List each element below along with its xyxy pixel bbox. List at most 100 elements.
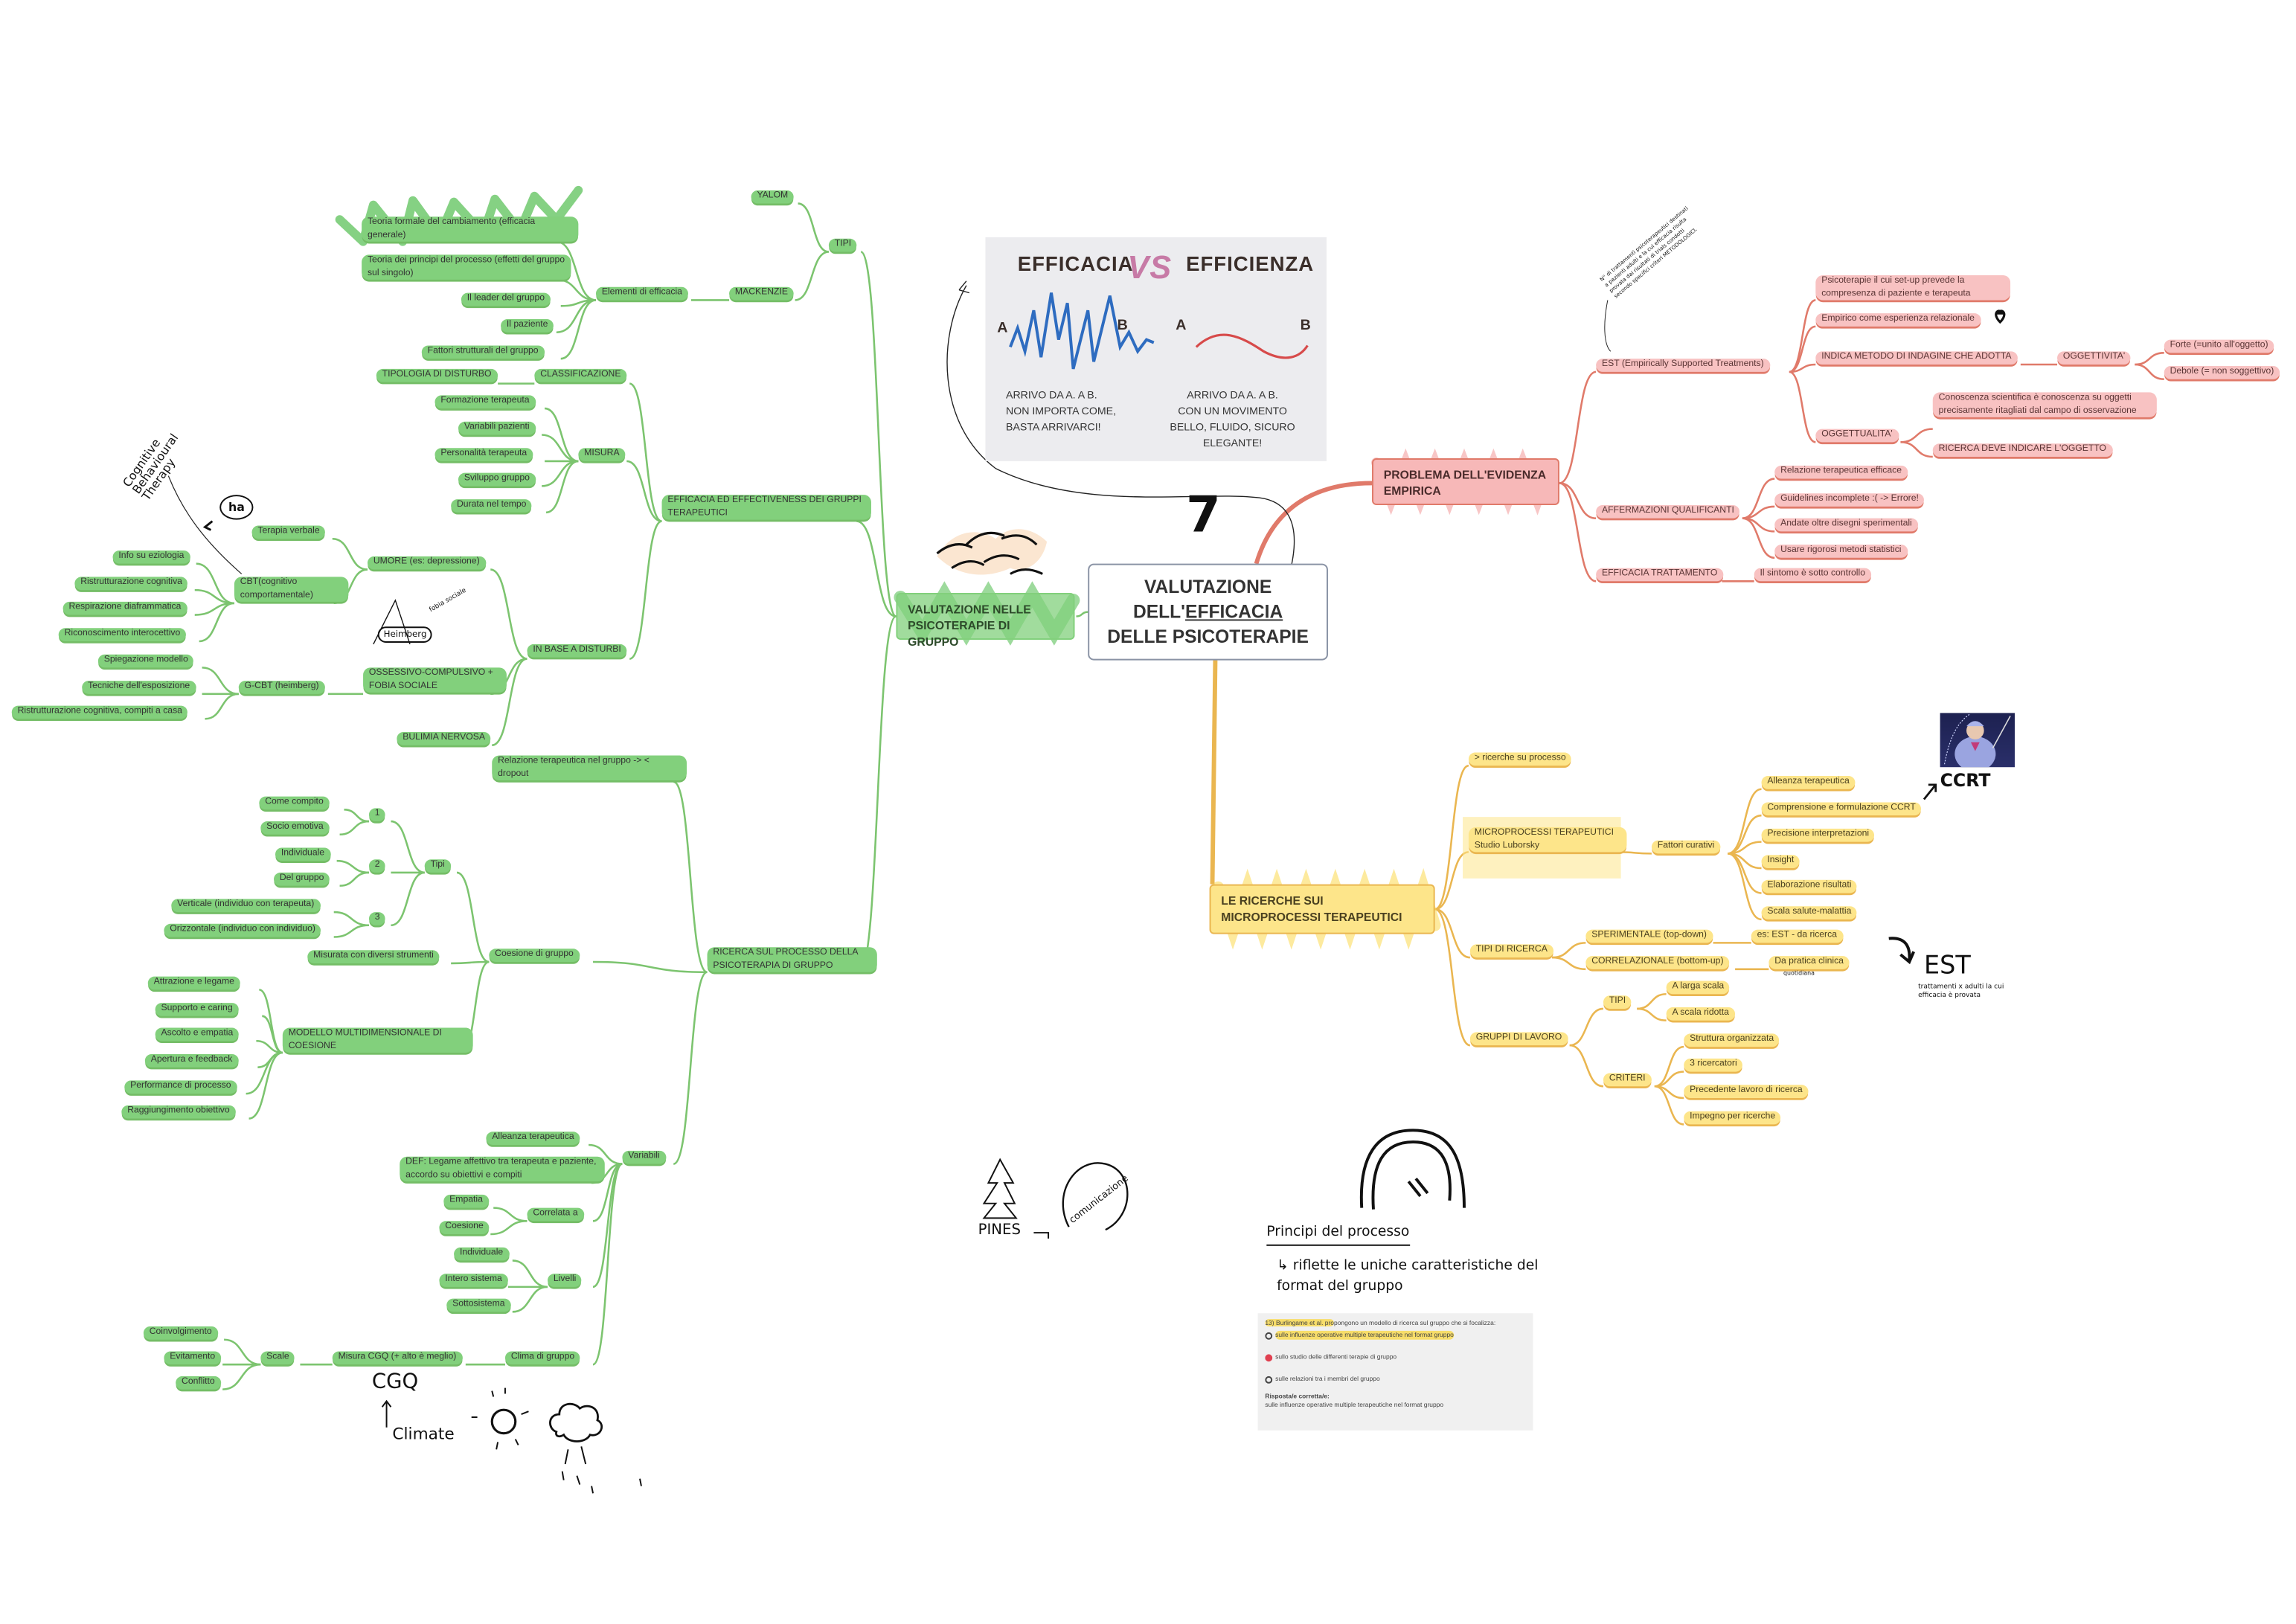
green-node-teoria-formale-del-cambiamento-efficacia[interactable]: Teoria formale del cambiamento (efficaci… <box>362 216 579 243</box>
yellow-node-impegno-per-ricerche[interactable]: Impegno per ricerche <box>1684 1111 1782 1124</box>
yellow-node-microprocessi-terapeutici-studio-luborsk[interactable]: MICROPROCESSI TERAPEUTICI Studio Luborsk… <box>1468 827 1627 853</box>
green-node-ristrutturazione-cognitiva-compiti-a-cas[interactable]: Ristrutturazione cognitiva, compiti a ca… <box>11 705 188 719</box>
green-node-ristrutturazione-cognitiva[interactable]: Ristrutturazione cognitiva <box>74 577 188 590</box>
green-node-def-legame-affettivo-tra-terapeuta-e-paz[interactable]: DEF: Legame affettivo tra terapeuta e pa… <box>400 1156 605 1182</box>
red-node-relazione-terapeutica-efficace[interactable]: Relazione terapeutica efficace <box>1774 465 1908 478</box>
red-node-forte-unito-all-oggetto[interactable]: Forte (=unito all'oggetto) <box>2164 339 2274 353</box>
green-node-alleanza-terapeutica[interactable]: Alleanza terapeutica <box>486 1132 580 1145</box>
green-node-orizzontale-individuo-con-individuo[interactable]: Orizzontale (individuo con individuo) <box>164 923 321 937</box>
yellow-node-a-larga-scala[interactable]: A larga scala <box>1666 981 1731 994</box>
yellow-node-precisione-interpretazioni[interactable]: Precisione interpretazioni <box>1761 828 1875 841</box>
green-node-in-base-a-disturbi[interactable]: IN BASE A DISTURBI <box>527 643 627 657</box>
green-node-performance-di-processo[interactable]: Performance di processo <box>124 1080 237 1094</box>
green-node-personalit-terapeuta[interactable]: Personalità terapeuta <box>434 448 533 461</box>
green-node-come-compito[interactable]: Come compito <box>259 796 330 809</box>
green-node-ossessivo-compulsivo-fobia-sociale[interactable]: OSSESSIVO-COMPULSIVO + FOBIA SOCIALE <box>363 667 507 693</box>
green-node-g-cbt-heimberg[interactable]: G-CBT (heimberg) <box>238 681 325 694</box>
green-node-1[interactable]: 1 <box>368 808 386 821</box>
green-node-misura[interactable]: MISURA <box>578 448 626 461</box>
green-node-correlata-a[interactable]: Correlata a <box>527 1207 584 1221</box>
yellow-node-scala-salute-malattia[interactable]: Scala salute-malattia <box>1761 906 1858 919</box>
green-node-classificazione[interactable]: CLASSIFICAZIONE <box>534 368 627 382</box>
green-node-livelli[interactable]: Livelli <box>548 1274 583 1287</box>
red-node-oggettualita[interactable]: OGGETTUALITA' <box>1815 429 1899 442</box>
red-node-andate-oltre-disegni-sperimentali[interactable]: Andate oltre disegni sperimentali <box>1774 518 1918 531</box>
yellow-node-alleanza-terapeutica[interactable]: Alleanza terapeutica <box>1761 776 1856 789</box>
green-node-mackenzie[interactable]: MACKENZIE <box>729 286 794 300</box>
green-node-scale[interactable]: Scale <box>260 1351 295 1364</box>
green-node-efficacia-ed-effectiveness-dei-gruppi-te[interactable]: EFFICACIA ED EFFECTIVENESS DEI GRUPPI TE… <box>661 495 871 521</box>
red-node-ricerca-deve-indicare-l-oggetto[interactable]: RICERCA DEVE INDICARE L'OGGETTO <box>1932 443 2112 457</box>
green-node-respirazione-diaframmatica[interactable]: Respirazione diaframmatica <box>62 601 187 614</box>
yellow-node-criteri[interactable]: CRITERI <box>1603 1073 1652 1086</box>
yellow-node-comprensione-e-formulazione-ccrt[interactable]: Comprensione e formulazione CCRT <box>1761 802 1922 815</box>
green-node-misura-cgq-alto-meglio[interactable]: Misura CGQ (+ alto è meglio) <box>332 1351 463 1364</box>
green-node-tipologia-di-disturbo[interactable]: TIPOLOGIA DI DISTURBO <box>376 368 498 382</box>
green-node-individuale[interactable]: Individuale <box>275 847 330 861</box>
green-node-raggiungimento-obiettivo[interactable]: Raggiungimento obiettivo <box>121 1105 236 1118</box>
green-node-apertura-e-feedback[interactable]: Apertura e feedback <box>144 1053 239 1067</box>
green-node-bulimia-nervosa[interactable]: BULIMIA NERVOSA <box>397 732 491 745</box>
green-node-elementi-di-efficacia[interactable]: Elementi di efficacia <box>595 286 688 300</box>
yellow-node-es-est-da-ricerca[interactable]: es: EST - da ricerca <box>1751 929 1843 943</box>
green-node-tipi[interactable]: Tipi <box>424 859 451 873</box>
green-node-tecniche-dell-esposizione[interactable]: Tecniche dell'esposizione <box>82 681 196 694</box>
wrong-answer-icon[interactable] <box>1265 1353 1273 1361</box>
red-node-guidelines-incomplete-errore[interactable]: Guidelines incomplete :( -> Errore! <box>1774 493 1925 507</box>
green-node-durata-nel-tempo[interactable]: Durata nel tempo <box>451 499 533 513</box>
green-node-fattori-strutturali-del-gruppo[interactable]: Fattori strutturali del gruppo <box>421 345 545 359</box>
green-node-yalom[interactable]: YALOM <box>751 190 795 203</box>
green-node-spiegazione-modello[interactable]: Spiegazione modello <box>97 654 194 667</box>
topic-valutazione-gruppo[interactable]: VALUTAZIONE NELLE PSICOTERAPIE DI GRUPPO <box>896 593 1075 649</box>
green-node-umore-es-depressione[interactable]: UMORE (es: depressione) <box>367 556 486 569</box>
green-node-clima-di-gruppo[interactable]: Clima di gruppo <box>504 1351 581 1364</box>
green-node-coinvolgimento[interactable]: Coinvolgimento <box>143 1326 218 1339</box>
yellow-node-elaborazione-risultati[interactable]: Elaborazione risultati <box>1761 879 1858 893</box>
green-node-conflitto[interactable]: Conflitto <box>176 1376 221 1389</box>
central-topic[interactable]: VALUTAZIONE DELL'EFFICACIA DELLE PSICOTE… <box>1088 563 1328 661</box>
green-node-relazione-terapeutica-nel-gruppo-dropout[interactable]: Relazione terapeutica nel gruppo -> < dr… <box>492 755 687 781</box>
red-node-est-empirically-supported-treatments[interactable]: EST (Empirically Supported Treatments) <box>1596 359 1770 372</box>
yellow-node-correlazionale-bottom-up[interactable]: CORRELAZIONALE (bottom-up) <box>1585 956 1730 969</box>
green-node-2[interactable]: 2 <box>368 859 386 873</box>
green-node-modello-multidimensionale-di-coesione[interactable]: MODELLO MULTIDIMENSIONALE DI COESIONE <box>282 1027 473 1053</box>
green-node-empatia[interactable]: Empatia <box>443 1194 489 1207</box>
green-node-intero-sistema[interactable]: Intero sistema <box>439 1274 508 1287</box>
green-node-evitamento[interactable]: Evitamento <box>164 1351 222 1364</box>
yellow-node-gruppi-di-lavoro[interactable]: GRUPPI DI LAVORO <box>1469 1032 1568 1045</box>
green-node-variabili[interactable]: Variabili <box>622 1150 666 1164</box>
green-node-coesione-di-gruppo[interactable]: Coesione di gruppo <box>489 949 580 962</box>
green-node-attrazione-e-legame[interactable]: Attrazione e legame <box>147 976 240 989</box>
yellow-node-3-ricercatori[interactable]: 3 ricercatori <box>1684 1058 1743 1071</box>
yellow-node-fattori-curativi[interactable]: Fattori curativi <box>1651 840 1721 853</box>
red-node-efficacia-trattamento[interactable]: EFFICACIA TRATTAMENTO <box>1596 568 1724 581</box>
green-node-info-su-eziologia[interactable]: Info su eziologia <box>112 550 190 563</box>
yellow-node-da-pratica-clinica[interactable]: Da pratica clinica <box>1769 956 1850 969</box>
yellow-node-ricerche-su-processo[interactable]: > ricerche su processo <box>1468 752 1572 766</box>
green-node-terapia-verbale[interactable]: Terapia verbale <box>251 525 326 539</box>
quiz-option-1[interactable]: sulle influenze operative multiple terap… <box>1265 1330 1525 1340</box>
green-node-il-leader-del-gruppo[interactable]: Il leader del gruppo <box>461 292 551 306</box>
green-node-ascolto-e-empatia[interactable]: Ascolto e empatia <box>155 1027 240 1041</box>
yellow-node-sperimentale-top-down[interactable]: SPERIMENTALE (top-down) <box>1585 929 1713 943</box>
green-node-il-paziente[interactable]: Il paziente <box>501 319 554 332</box>
green-node-del-gruppo[interactable]: Del gruppo <box>274 872 330 885</box>
green-node-coesione[interactable]: Coesione <box>439 1221 490 1234</box>
yellow-node-a-scala-ridotta[interactable]: A scala ridotta <box>1666 1007 1735 1020</box>
red-node-empirico-come-esperienza-relazionale[interactable]: Empirico come esperienza relazionale <box>1815 313 1981 327</box>
green-node-cbt-cognitivo-comportamentale[interactable]: CBT(cognitivo comportamentale) <box>234 577 349 603</box>
yellow-node-struttura-organizzata[interactable]: Struttura organizzata <box>1684 1033 1780 1047</box>
yellow-node-tipi[interactable]: TIPI <box>1603 995 1632 1009</box>
green-node-sviluppo-gruppo[interactable]: Sviluppo gruppo <box>458 472 536 486</box>
green-node-verticale-individuo-con-terapeuta[interactable]: Verticale (individuo con terapeuta) <box>171 899 321 912</box>
red-node-oggettivita[interactable]: OGGETTIVITA' <box>2057 351 2132 365</box>
yellow-node-insight[interactable]: Insight <box>1761 855 1800 868</box>
radio-icon[interactable] <box>1265 1331 1273 1339</box>
green-node-socio-emotiva[interactable]: Socio emotiva <box>260 821 330 834</box>
green-node-tipi[interactable]: TIPI <box>828 238 857 251</box>
topic-microprocessi[interactable]: LE RICERCHE SUI MICROPROCESSI TERAPEUTIC… <box>1209 884 1435 934</box>
red-node-affermazioni-qualificanti[interactable]: AFFERMAZIONI QUALIFICANTI <box>1596 504 1740 518</box>
red-node-conoscenza-scientifica-conoscenza-su-ogg[interactable]: Conoscenza scientifica è conoscenza su o… <box>1932 392 2157 418</box>
green-node-riconoscimento-interocettivo[interactable]: Riconoscimento interocettivo <box>58 628 187 641</box>
red-node-indica-metodo-di-indagine-che-adotta[interactable]: INDICA METODO DI INDAGINE CHE ADOTTA <box>1815 351 2018 365</box>
